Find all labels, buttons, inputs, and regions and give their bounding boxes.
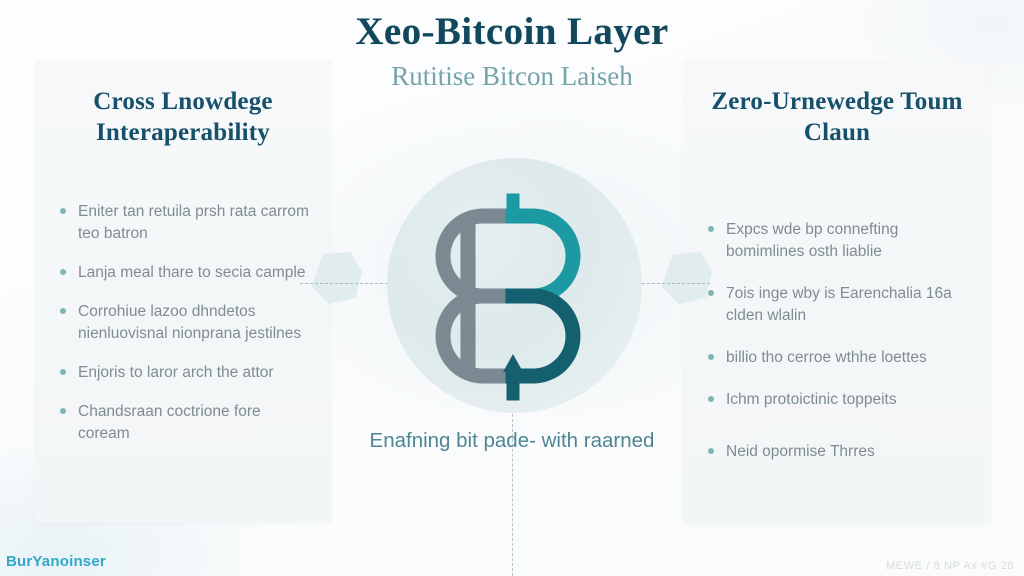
- list-item: Chandsraan coctrione fore coream: [57, 401, 309, 445]
- list-item: Lanja meal thare to secia cample: [57, 262, 309, 284]
- right-panel-bullet-list: Expcs wde bp connefting bomimlines osth …: [683, 149, 991, 463]
- list-item: Enjoris to laror arch the attor: [57, 362, 309, 384]
- footer-brand: BurYanoinser: [6, 553, 106, 570]
- right-feature-panel: Zero-Urnewedge Toum Claun Expcs wde bp c…: [683, 60, 991, 523]
- list-item: Expcs wde bp connefting bomimlines osth …: [705, 219, 973, 263]
- left-panel-bullet-list: Eniter tan retuila prsh rata carrom teo …: [35, 149, 331, 445]
- list-item: 7ois inge wby is Earenchalia 16a clden w…: [705, 283, 973, 327]
- list-item: billio tho cerroe wthhe loettes: [705, 347, 973, 369]
- list-item: Ichm protoictinic toppeits: [705, 389, 973, 411]
- list-item: Corrohiue lazoo dhndetos nienluovisnal n…: [57, 301, 309, 345]
- left-panel-heading: Cross Lnowdege Interaperability: [93, 88, 273, 147]
- right-panel-heading: Zero-Urnewedge Toum Claun: [711, 88, 963, 147]
- left-connector-line: [300, 283, 418, 284]
- page-subtitle: Rutitise Bitcon Laiseh: [391, 60, 633, 91]
- list-item: Neid opormise Thrres: [705, 441, 973, 463]
- right-connector-hexagon: [661, 252, 712, 304]
- header: Xeo-Bitcoin Layer Rutitise Bitcon Laiseh: [0, 10, 1024, 92]
- center-caption: Enafning bit pade- with raarned: [369, 429, 655, 452]
- left-feature-panel: Cross Lnowdege Interaperability Eniter t…: [35, 60, 331, 523]
- footer-meta: MEWE / 8 NP Ax #G 28: [886, 560, 1014, 572]
- list-item: Eniter tan retuila prsh rata carrom teo …: [57, 201, 309, 245]
- right-connector-line: [592, 283, 710, 284]
- page-title: Xeo-Bitcoin Layer: [355, 10, 669, 53]
- bottom-connector-line: [512, 404, 513, 576]
- center-emblem: [387, 158, 642, 413]
- bitcoin-b-icon: [435, 193, 581, 401]
